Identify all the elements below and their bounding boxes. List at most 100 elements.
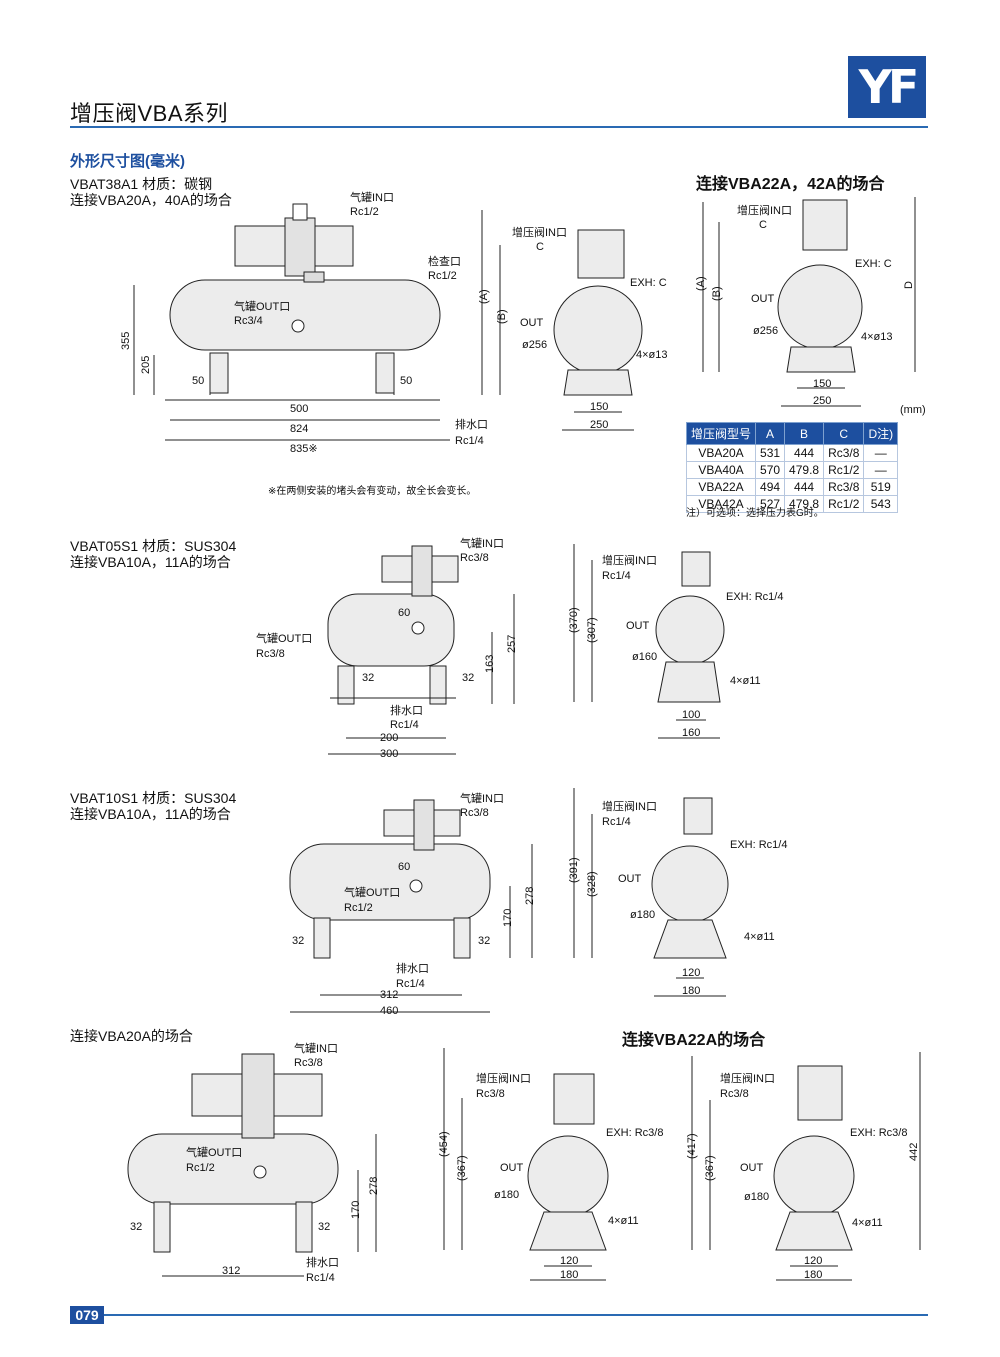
b22-B: (B) (711, 286, 723, 301)
table-cell: 543 (863, 495, 899, 513)
table-cell: VBA40A (685, 461, 757, 479)
block4-label: 连接VBA20A的场合 (70, 1028, 193, 1044)
b2s-holes: 4×ø11 (730, 675, 761, 687)
side-exh: EXH: C (630, 277, 667, 289)
dim-B: (B) (496, 309, 508, 324)
dim-A: (A) (478, 289, 490, 304)
table-note: 注）可选项：选择压力表G时。 (686, 508, 824, 519)
b2-h370: (370) (568, 607, 580, 633)
b22-dia: ø256 (753, 325, 778, 337)
b2-drain-label: 排水口 (390, 703, 423, 717)
b3s-out: OUT (618, 873, 642, 885)
b4-drain-label: 排水口 (306, 1255, 339, 1269)
b3-dim-460: 460 (380, 1005, 398, 1017)
drain-size: Rc1/4 (455, 435, 484, 447)
b3-in-size: Rc3/8 (460, 807, 489, 819)
table-cell: VBA22A (685, 478, 757, 496)
block2-label: VBAT05S1 材质：SUS304 连接VBA10A，11A的场合 (70, 538, 236, 570)
b5s-exh: EXH: Rc3/8 (850, 1127, 907, 1139)
dim-right-50: 50 (400, 375, 412, 387)
b2-h307: (307) (586, 617, 598, 643)
b5s-180: 180 (804, 1269, 822, 1281)
header-rule (70, 126, 928, 128)
brand-logo: YF (848, 56, 926, 118)
block2-side-drawing: (370) (307) 增压阀IN口 Rc1/4 EXH: Rc1/4 OUT … (568, 544, 783, 739)
b5-h417: (417) (686, 1133, 698, 1159)
b22-250: 250 (813, 395, 831, 407)
block1-front-drawing: 355 205 50 50 500 824 835※ 气罐IN口 Rc1/2 检… (120, 190, 488, 455)
table-cell: 444 (784, 478, 825, 496)
out-port-label: 气罐OUT口 (234, 299, 290, 313)
table-header: B (784, 422, 825, 445)
block4-front-drawing: 32 32 312 170 278 气罐IN口 Rc3/8 气罐OUT口 Rc1… (127, 1041, 380, 1284)
side-250: 250 (590, 419, 608, 431)
table-cell: 527 (755, 495, 786, 513)
b22-150: 150 (813, 378, 831, 390)
b3-out-label: 气罐OUT口 (344, 885, 400, 899)
b3s-in-size: Rc1/4 (602, 816, 631, 828)
table-cell: 519 (863, 478, 899, 496)
b5s-120: 120 (804, 1255, 822, 1267)
block22-heading: 连接VBA22A，42A的场合 (696, 176, 885, 193)
block3-applies: 连接VBA10A，11A的场合 (70, 806, 231, 822)
b2-dim-257: 257 (506, 635, 518, 653)
block5-heading: 连接VBA22A的场合 (622, 1032, 766, 1049)
dim-205: 205 (140, 356, 152, 374)
b5-h367: (367) (704, 1155, 716, 1181)
b2-out-label: 气罐OUT口 (256, 631, 312, 645)
b2s-160: 160 (682, 727, 700, 739)
block2-model: VBAT05S1 材质：SUS304 (70, 538, 237, 554)
b2-out-size: Rc3/8 (256, 648, 285, 660)
in-port-label: 气罐IN口 (350, 190, 394, 204)
b3s-in-label: 增压阀IN口 (602, 799, 657, 813)
b4-dim-278: 278 (368, 1177, 380, 1195)
b2s-out: OUT (626, 620, 650, 632)
b4-dim-r32: 32 (318, 1221, 330, 1233)
b5s-in-label: 增压阀IN口 (720, 1071, 775, 1085)
table-cell: 494 (755, 478, 786, 496)
b3-h391: (391) (568, 857, 580, 883)
b2s-exh: EXH: Rc1/4 (726, 591, 783, 603)
table-cell: 479.8 (784, 461, 825, 479)
b2-in-size: Rc3/8 (460, 552, 489, 564)
b2-dim-60: 60 (398, 607, 410, 619)
block5-side-drawing: (417) (367) 442 增压阀IN口 Rc3/8 EXH: Rc3/8 … (686, 1052, 921, 1281)
table-cell: 570 (755, 461, 786, 479)
b4s-dia: ø180 (494, 1189, 519, 1201)
b3s-dia: ø180 (630, 909, 655, 921)
block1-note: ※在两侧安装的堵头会有变动，故全长会变长。 (268, 486, 477, 497)
b22-in-val: C (759, 219, 767, 231)
check-port-size: Rc1/2 (428, 270, 457, 282)
table-cell: — (863, 461, 899, 479)
b2-dim-163: 163 (484, 655, 496, 673)
b4s-in-size: Rc3/8 (476, 1088, 505, 1100)
table-cell: — (863, 444, 899, 462)
b3-dim-170: 170 (502, 909, 514, 927)
b3s-holes: 4×ø11 (744, 931, 775, 943)
page-number: 079 (70, 1306, 104, 1324)
table-cell: Rc1/2 (823, 461, 865, 479)
b3-in-label: 气罐IN口 (460, 791, 504, 805)
b4-dim-170: 170 (350, 1201, 362, 1219)
b4-in-size: Rc3/8 (294, 1057, 323, 1069)
block1-side-drawing: (A) (B) 增压阀IN口 C EXH: C OUT ø256 4×ø13 1… (478, 210, 668, 431)
b22-exh: EXH: C (855, 258, 892, 270)
page-title: 增压阀VBA系列 (70, 101, 229, 126)
b3-h328: (328) (586, 871, 598, 897)
dim-355: 355 (120, 332, 132, 350)
b3-drain-size: Rc1/4 (396, 978, 425, 990)
side-150: 150 (590, 401, 608, 413)
b3-dim-l32: 32 (292, 935, 304, 947)
b3-dim-60: 60 (398, 861, 410, 873)
table-cell: 479.8 (784, 495, 825, 513)
table-header: 增压阀型号 (685, 422, 757, 445)
b3-dim-r32: 32 (478, 935, 490, 947)
table-cell: Rc1/2 (823, 495, 865, 513)
b4-in-label: 气罐IN口 (294, 1041, 338, 1055)
b22-in-label: 增压阀IN口 (737, 203, 792, 217)
b4s-180: 180 (560, 1269, 578, 1281)
